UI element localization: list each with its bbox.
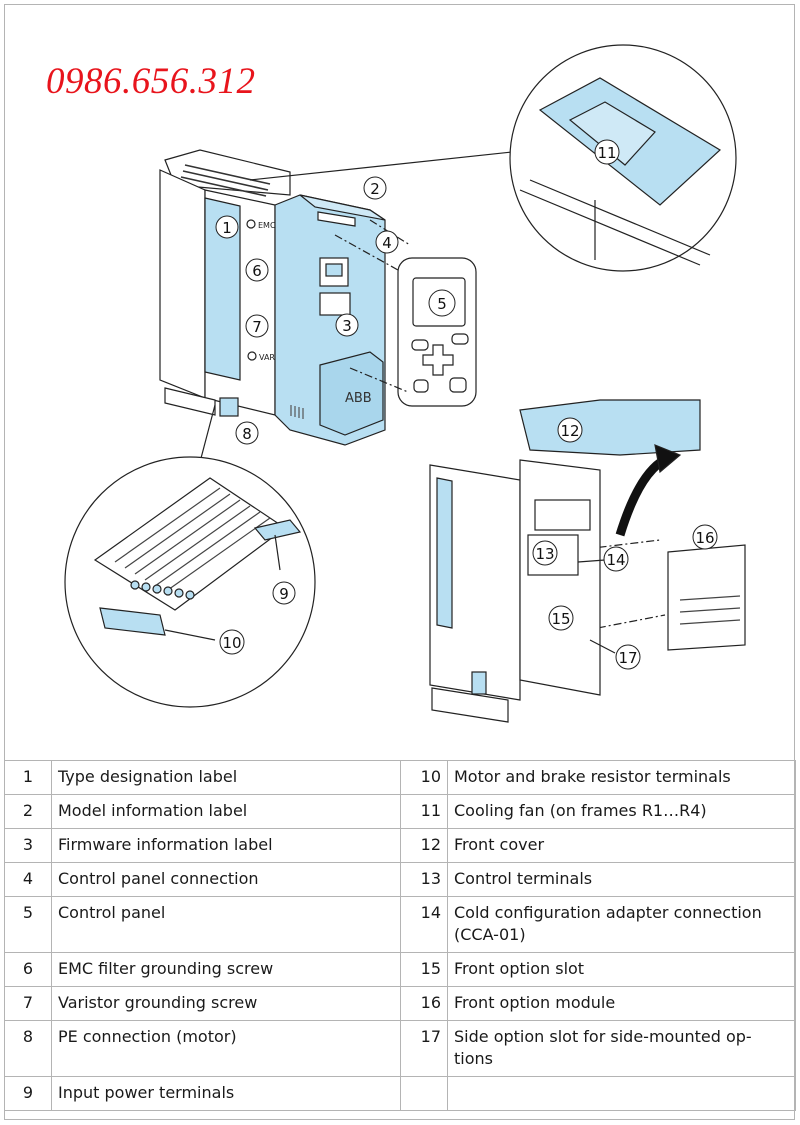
table-row: 3 Firmware information label 12 Front co… — [4, 828, 796, 863]
phone-watermark: 0986.656.312 — [46, 61, 256, 102]
item-number: 3 — [4, 828, 52, 863]
svg-text:17: 17 — [618, 649, 637, 667]
svg-text:11: 11 — [597, 144, 616, 162]
item-number: 6 — [4, 952, 52, 987]
table-row: 5 Control panel 14 Cold configuration ad… — [4, 896, 796, 953]
drive-unit: ABB EMC VAR — [159, 149, 386, 446]
front-cover — [519, 399, 701, 456]
table-row: 1 Type designation label 10 Motor and br… — [4, 760, 796, 795]
callout-3: 3 — [335, 313, 359, 337]
item-number — [400, 1076, 448, 1111]
callouts: 1 2 3 4 5 6 7 8 9 10 11 12 13 14 15 16 1… — [215, 139, 718, 670]
callout-5: 5 — [428, 289, 456, 317]
item-number: 17 — [400, 1020, 448, 1077]
item-description: Side option slot for side-mounted op-tio… — [447, 1020, 796, 1077]
svg-text:1: 1 — [222, 219, 232, 237]
svg-text:7: 7 — [252, 318, 262, 336]
terminals-detail — [64, 404, 316, 708]
item-description — [447, 1076, 796, 1111]
svg-text:15: 15 — [551, 610, 570, 628]
item-number: 12 — [400, 828, 448, 863]
table-row: 4 Control panel connection 13 Control te… — [4, 862, 796, 897]
callout-12: 12 — [557, 417, 583, 443]
table-row: 9 Input power terminals — [4, 1076, 796, 1111]
svg-text:14: 14 — [606, 551, 625, 569]
control-panel — [397, 257, 477, 407]
callout-10: 10 — [219, 629, 245, 655]
callout-15: 15 — [548, 605, 574, 631]
item-number: 2 — [4, 794, 52, 829]
callout-8: 8 — [235, 421, 259, 445]
callout-7: 7 — [245, 314, 269, 338]
table-row: 2 Model information label 11 Cooling fan… — [4, 794, 796, 829]
item-description: EMC filter grounding screw — [51, 952, 401, 987]
emc-screw — [246, 219, 256, 229]
callout-16: 16 — [692, 524, 718, 550]
item-description: Control panel — [51, 896, 401, 953]
drive-open — [429, 399, 701, 723]
type-designation-label — [204, 197, 241, 381]
item-description: Cold configuration adapter connection (C… — [447, 896, 796, 953]
svg-text:2: 2 — [370, 180, 380, 198]
item-number: 7 — [4, 986, 52, 1021]
item-description: Front option module — [447, 986, 796, 1021]
item-number: 4 — [4, 862, 52, 897]
svg-text:16: 16 — [695, 529, 714, 547]
callout-1: 1 — [215, 215, 239, 239]
legend-table: 1 Type designation label 10 Motor and br… — [4, 760, 796, 1111]
item-number: 9 — [4, 1076, 52, 1111]
item-number: 13 — [400, 862, 448, 897]
item-number: 16 — [400, 986, 448, 1021]
page-frame — [4, 4, 795, 1120]
item-description: Cooling fan (on frames R1…R4) — [447, 794, 796, 829]
drive-illustration: ABB EMC VAR — [64, 44, 746, 723]
callout-4: 4 — [375, 230, 399, 254]
item-description: Input power terminals — [51, 1076, 401, 1111]
item-number: 5 — [4, 896, 52, 953]
item-description: Motor and brake resistor terminals — [447, 760, 796, 795]
abb-logo: ABB — [345, 391, 372, 406]
var-text: VAR — [259, 353, 275, 362]
item-number: 10 — [400, 760, 448, 795]
svg-text:4: 4 — [382, 234, 392, 252]
item-description: Control panel connection — [51, 862, 401, 897]
svg-text:3: 3 — [342, 317, 352, 335]
item-description: Front option slot — [447, 952, 796, 987]
callout-6: 6 — [245, 258, 269, 282]
callout-17: 17 — [615, 644, 641, 670]
emc-text: EMC — [258, 221, 276, 230]
item-description: Control terminals — [447, 862, 796, 897]
svg-text:10: 10 — [222, 634, 241, 652]
svg-text:8: 8 — [242, 425, 252, 443]
callout-14: 14 — [603, 546, 629, 572]
item-number: 14 — [400, 896, 448, 953]
item-number: 15 — [400, 952, 448, 987]
item-description: Front cover — [447, 828, 796, 863]
svg-text:9: 9 — [279, 585, 289, 603]
svg-text:12: 12 — [560, 422, 579, 440]
item-description: Type designation label — [51, 760, 401, 795]
item-description: Varistor grounding screw — [51, 986, 401, 1021]
table-row: 6 EMC filter grounding screw 15 Front op… — [4, 952, 796, 987]
callout-13: 13 — [532, 540, 558, 566]
table-row: 8 PE connection (motor) 17 Side option s… — [4, 1020, 796, 1077]
item-number: 1 — [4, 760, 52, 795]
var-screw — [247, 351, 257, 361]
option-module — [667, 544, 746, 651]
svg-text:6: 6 — [252, 262, 262, 280]
callout-11: 11 — [594, 139, 620, 165]
item-description: PE connection (motor) — [51, 1020, 401, 1077]
item-number: 11 — [400, 794, 448, 829]
svg-text:13: 13 — [535, 545, 554, 563]
svg-text:5: 5 — [437, 295, 447, 313]
item-description: Model information label — [51, 794, 401, 829]
fan-detail — [249, 44, 737, 272]
table-row: 7 Varistor grounding screw 16 Front opti… — [4, 986, 796, 1021]
item-description: Firmware information label — [51, 828, 401, 863]
callout-9: 9 — [272, 581, 296, 605]
item-number: 8 — [4, 1020, 52, 1077]
callout-2: 2 — [363, 176, 387, 200]
